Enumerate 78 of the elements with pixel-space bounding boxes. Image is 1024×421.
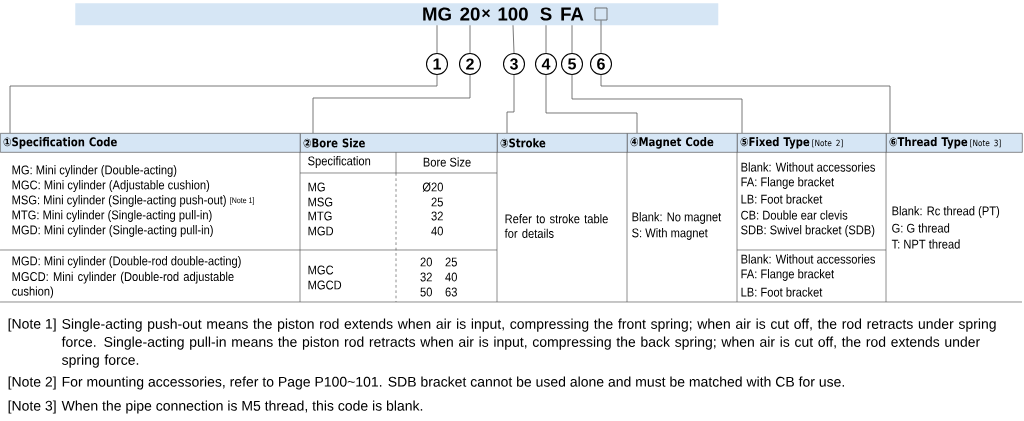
cell-text: Blank: Without accessories [741,254,875,264]
cell-text: 32 [420,272,432,282]
cell-text: MGC: Mini cylinder (Adjustable cushion) [12,180,210,192]
code-text: × [482,9,490,18]
leader-line [469,24,471,54]
cell-text: MGCD: Mini cylinder (Double-rod adjustable cushion) [12,271,234,299]
code-text: 100 [498,7,528,21]
leader-line [600,74,891,134]
leader-line [512,24,515,54]
cell-text: MGD [308,226,334,236]
column-header: ⑥Thread Type [Note 3] [886,133,1023,153]
callout-number: 2 [458,52,482,76]
cell-text: MGD: Mini cylinder (Double-rod double-acting) [12,256,241,268]
cell-text: FA: Flange bracket [741,177,835,189]
code-text: FA [561,7,584,21]
leader-line [436,24,438,54]
cell-text: 40 [431,226,443,236]
leader-line [312,74,471,134]
callout-number: 3 [502,52,526,76]
leader-line [600,20,602,54]
cell-text: Blank: Rc thread (PT) [892,206,1000,218]
leader-line [9,74,438,134]
note-text: When the pipe connection is M5 thread, this code is blank. [61,400,423,414]
column-header: ②Bore Size [300,133,498,153]
cell-text: MTG: Mini cylinder (Single-acting pull-in) [12,210,212,222]
cell-text: MGC [308,265,334,275]
cell-text: MG [308,182,325,192]
cell-text: CB: Double ear clevis [741,210,848,220]
callout-number: 5 [560,52,584,76]
subheader-text: Specification [308,156,371,168]
column-header: ⑤Fixed Type [Note 2] [737,133,887,153]
callout-number: 4 [534,52,558,76]
cell-text: 40 [445,272,457,282]
cell-text: MGD: Mini cylinder (Single-acting pull-in) [12,225,213,237]
callout-number: 1 [425,52,449,76]
column-header: ①Specification Code [0,133,301,153]
cell-text: MGCD [308,280,342,290]
cell-text: Blank: No magnet [632,212,722,224]
cell-text: SDB: Swivel bracket (SDB) [741,225,875,237]
cell-text: G: G thread [892,223,950,233]
leader-line [545,24,547,54]
note-label: [Note 3] [8,400,56,414]
cell-text: 32 [431,211,443,221]
cell-text: 25 [445,257,457,267]
cell-text: FA: Flange bracket [741,269,835,281]
note-text: Single-acting push-out means the piston rod extends when air is input, compressing the front spring; when air is cut off, the rod retracts under spring force. Single-acting pull-in means the piston rod retracts when air is input, compressing the back spring; when air is cut off, the rod extends under spring force. [61,318,996,368]
note-reference: [Note 1] [230,197,254,205]
note-label: [Note 2] [8,376,56,390]
cell-text: LB: Foot bracket [741,287,823,297]
cell-text: MG: Mini cylinder (Double-acting) [12,165,177,177]
callout-number: 6 [589,52,613,76]
cell-text: MSG: Mini cylinder (Single-acting push-out) [12,195,226,207]
column-header: ④Magnet Code [627,133,738,153]
code-text: 20 [460,7,480,21]
cell-text: Blank: Without accessories [741,162,875,172]
cell-text: Refer to stroke table for details [504,214,608,238]
cell-text: 63 [445,287,457,297]
note-label: [Note 1] [8,318,56,332]
blank-box [594,7,608,21]
code-band [75,3,719,26]
leader-line [571,74,743,134]
note-text: For mounting accessories, refer to Page P100~101. SDB bracket cannot be used alone and must be matched with CB for use. [62,376,844,390]
leader-line [506,74,515,134]
cell-text: S: With magnet [632,228,708,240]
code-text: MG [423,7,451,21]
leader-line [571,24,573,54]
cell-text: MSG [308,197,333,207]
cell-text: LB: Foot bracket [741,194,823,204]
cell-text: T: NPT thread [891,239,960,249]
cell-text: MTG [308,211,332,221]
cell-text: 50 [420,287,432,297]
column-header: ③Stroke [497,133,628,153]
leader-line [545,74,638,134]
code-text: S [540,7,552,21]
cell-text: 20 [420,257,432,267]
cell-text: 25 [431,197,443,207]
subheader-text: Bore Size [423,157,471,167]
cell-text: Ø20 [422,182,443,192]
